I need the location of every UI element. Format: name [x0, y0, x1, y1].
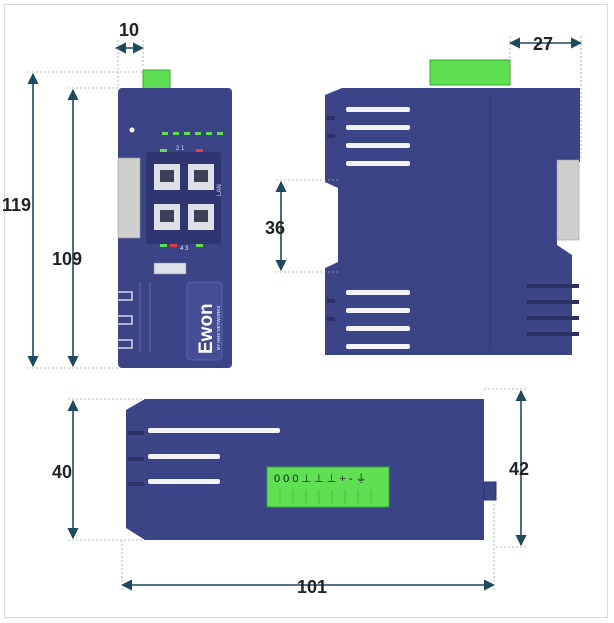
ports-top-label: 2 1 — [176, 146, 185, 152]
brand-tagline: BY HMS NETWORKS — [216, 306, 221, 350]
dimension-lines — [27, 37, 583, 591]
bottom-view: 0 0 0 ⊥ ⊥ ⊥ + - ⏚ — [126, 399, 497, 540]
side-fins-right — [527, 284, 579, 336]
extension-lines — [28, 36, 582, 592]
dim-height-total: 119 — [2, 195, 31, 215]
dim-din-rail: 36 — [265, 218, 285, 238]
usb-port — [153, 262, 187, 275]
bottom-terminal-block — [266, 466, 390, 508]
side-grey-plate — [556, 159, 580, 241]
dim-bottom-height-right: 42 — [509, 459, 529, 479]
lan-label: LAN — [217, 184, 223, 196]
brand-logo: Ewon — [196, 303, 217, 354]
dim-height-body: 109 — [52, 249, 82, 269]
front-view: 2 1 4 3 LAN Ewon BY HMS NETWORKS — [117, 69, 232, 368]
bottom-vents — [148, 428, 280, 484]
side-vent-slots-left — [327, 116, 335, 321]
connector-label: 0 0 0 ⊥ ⊥ ⊥ + - ⏚ — [274, 472, 367, 485]
dim-bottom-height-left: 40 — [52, 462, 72, 482]
logo-panel — [186, 281, 223, 361]
ports-bottom-label: 4 3 — [180, 246, 189, 252]
side-terminal-block — [429, 59, 511, 86]
side-view — [325, 59, 580, 355]
drawing-frame — [4, 4, 608, 618]
dim-width-front: 10 — [119, 20, 139, 40]
front-vents — [118, 291, 133, 349]
dim-depth-top: 27 — [533, 34, 553, 54]
side-body — [325, 88, 580, 355]
dim-length: 101 — [297, 577, 327, 597]
led-area — [129, 127, 223, 135]
side-vents — [346, 107, 410, 349]
front-side-plate — [117, 157, 141, 239]
bottom-stub — [483, 481, 497, 501]
front-terminal-block — [142, 69, 171, 91]
